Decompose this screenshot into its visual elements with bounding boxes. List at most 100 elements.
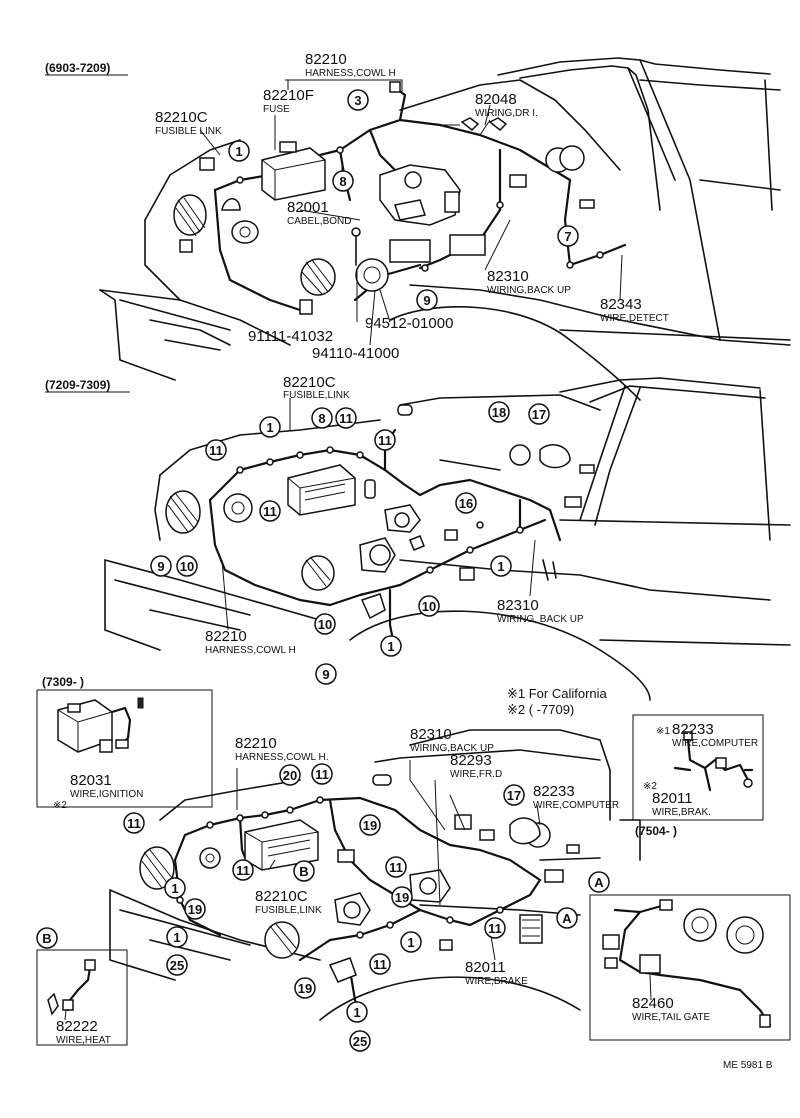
section-2-harness — [208, 428, 562, 637]
svg-text:20: 20 — [283, 768, 297, 783]
drawing-code: ME 5981 B — [723, 1060, 773, 1071]
callout-11: 11 — [385, 856, 407, 878]
part-label-82310-backup-b: 82310 WIRING, BACK UP — [497, 597, 584, 625]
callout-7: 7 — [557, 225, 579, 247]
svg-text:17: 17 — [532, 407, 546, 422]
part-label-82310-backup-a: 82310 WIRING,BACK UP — [487, 268, 571, 296]
mark-2: ※2 — [643, 781, 657, 792]
svg-text:FUSE: FUSE — [263, 104, 290, 115]
svg-text:11: 11 — [389, 860, 403, 875]
section-2-vehicle-outline — [104, 377, 791, 701]
part-label-82233-computer-b: 82233 WIRE,COMPUTER — [672, 721, 758, 749]
callout-10: 10 — [176, 555, 198, 577]
inset-computer-wire-frame — [632, 714, 764, 821]
svg-text:82310: 82310 — [410, 726, 452, 743]
part-label-82233-computer-a: 82233 WIRE,COMPUTER — [533, 783, 619, 811]
callout-11: 11 — [335, 407, 357, 429]
svg-text:9: 9 — [322, 667, 329, 682]
callout-B: B — [293, 860, 315, 882]
svg-text:A: A — [562, 911, 572, 926]
callout-19: 19 — [391, 886, 413, 908]
svg-text:19: 19 — [298, 981, 312, 996]
svg-text:11: 11 — [127, 816, 141, 831]
svg-text:10: 10 — [422, 599, 436, 614]
svg-text:HARNESS,COWL H: HARNESS,COWL H — [305, 68, 396, 79]
svg-text:82310: 82310 — [497, 597, 539, 614]
svg-text:82210: 82210 — [305, 51, 347, 68]
svg-text:82011: 82011 — [465, 959, 506, 976]
svg-text:B: B — [42, 931, 51, 946]
svg-text:82210C: 82210C — [255, 888, 308, 905]
callout-11: 11 — [259, 500, 281, 522]
callout-9: 9 — [315, 663, 337, 685]
callout-A: A — [588, 871, 610, 893]
svg-text:3: 3 — [354, 93, 361, 108]
callout-17: 17 — [503, 784, 525, 806]
svg-text:11: 11 — [315, 767, 329, 782]
callout-10: 10 — [314, 613, 336, 635]
svg-text:8: 8 — [339, 174, 346, 189]
callout-11: 11 — [311, 763, 333, 785]
svg-text:17: 17 — [507, 788, 521, 803]
callout-17: 17 — [528, 403, 550, 425]
svg-text:9: 9 — [423, 293, 430, 308]
svg-text:FUSIBLE,LINK: FUSIBLE,LINK — [255, 905, 322, 916]
svg-text:WIRE,COMPUTER: WIRE,COMPUTER — [533, 800, 619, 811]
callout-A: A — [556, 907, 578, 929]
inset-tailgate-parts — [602, 899, 772, 1028]
svg-text:8: 8 — [318, 411, 325, 426]
callout-11: 11 — [369, 953, 391, 975]
callout-20: 20 — [279, 764, 301, 786]
svg-text:11: 11 — [339, 411, 353, 426]
svg-text:25: 25 — [170, 958, 184, 973]
svg-text:CABEL,BOND: CABEL,BOND — [287, 216, 351, 227]
mark-1: ※1 — [656, 726, 670, 737]
callout-19: 19 — [184, 898, 206, 920]
svg-text:HARNESS,COWL H: HARNESS,COWL H — [205, 645, 296, 656]
callout-1: 1 — [228, 140, 250, 162]
note-2: ※2 ( -7709) — [507, 702, 574, 717]
part-label-82460-tailgate: 82460 WIRE,TAIL GATE — [632, 995, 710, 1023]
callout-25: 25 — [166, 954, 188, 976]
inset-heat-wire — [47, 959, 96, 1016]
svg-text:1: 1 — [266, 420, 273, 435]
callout-11: 11 — [205, 439, 227, 461]
svg-text:9: 9 — [157, 559, 164, 574]
svg-text:82233: 82233 — [533, 783, 575, 800]
part-label-82293-wire: 82293 WIRE,FR.D — [450, 752, 502, 780]
callout-1: 1 — [380, 635, 402, 657]
svg-text:FUSIBLE,LINK: FUSIBLE,LINK — [283, 390, 350, 401]
section-label-7504: (7504- ) — [635, 824, 677, 838]
svg-text:WIRING,DR I.: WIRING,DR I. — [475, 108, 538, 119]
svg-text:WIRE,FR.D: WIRE,FR.D — [450, 769, 502, 780]
section-1-vehicle-outline — [99, 57, 791, 401]
section-3-harness — [173, 796, 542, 1012]
part-label-82031-ignition: 82031 WIRE,IGNITION — [70, 772, 143, 800]
section-label-6903-7209: (6903-7209) — [45, 61, 110, 75]
svg-text:11: 11 — [263, 504, 277, 519]
svg-text:WIRING,BACK UP: WIRING,BACK UP — [487, 285, 571, 296]
callout-1: 1 — [166, 926, 188, 948]
part-label-82001-bond: 82001 CABEL,BOND — [287, 199, 351, 227]
callout-19: 19 — [294, 977, 316, 999]
svg-text:10: 10 — [180, 559, 194, 574]
section-3-vehicle-outline — [109, 729, 641, 1021]
svg-text:19: 19 — [188, 902, 202, 917]
svg-text:HARNESS,COWL H.: HARNESS,COWL H. — [235, 752, 329, 763]
part-label-82210F-fuse: 82210F FUSE — [263, 87, 314, 115]
svg-text:82210: 82210 — [235, 735, 277, 752]
svg-text:11: 11 — [373, 957, 387, 972]
callout-11: 11 — [232, 859, 254, 881]
svg-text:82210: 82210 — [205, 628, 247, 645]
callout-11: 11 — [484, 917, 506, 939]
svg-text:WIRING, BACK UP: WIRING, BACK UP — [497, 614, 584, 625]
part-label-82310-backup-c: 82310 WIRING,BACK UP — [410, 726, 494, 754]
callout-1: 1 — [259, 416, 281, 438]
callout-16: 16 — [455, 492, 477, 514]
svg-text:25: 25 — [353, 1034, 367, 1049]
svg-text:WIRE,HEAT: WIRE,HEAT — [56, 1035, 111, 1046]
section-label-7309: (7309- ) — [42, 675, 84, 689]
callout-19: 19 — [359, 814, 381, 836]
callout-25: 25 — [349, 1030, 371, 1052]
section-label-7209-7309: (7209-7309) — [45, 378, 110, 392]
